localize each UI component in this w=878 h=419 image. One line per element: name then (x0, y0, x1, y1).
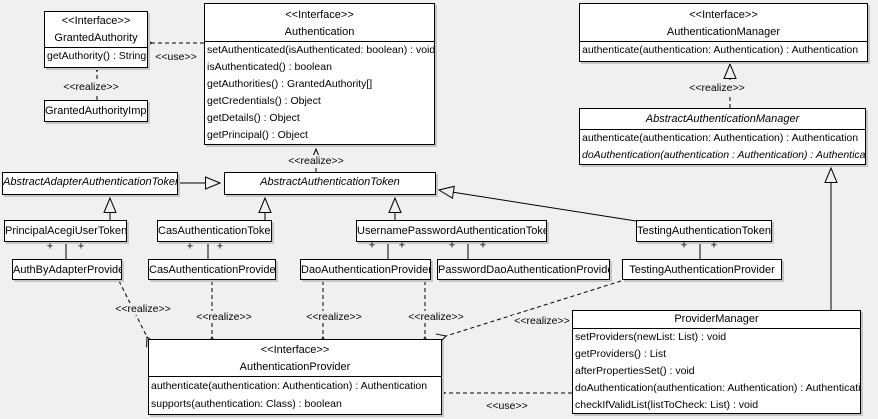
realize-label: <<realize>> (194, 311, 254, 323)
method-row: getProviders() : List (575, 348, 667, 360)
edge-generalization-testing-token (437, 185, 637, 222)
class-abstract-adapter-authentication-token: AbstractAdapterAuthenticationToken (2, 172, 178, 195)
stereotype-label: <<Interface>> (689, 9, 758, 21)
method-row: authenticate(authentication: Authenticat… (582, 44, 859, 56)
class-name: TestingAuthenticationToken (637, 225, 771, 237)
class-name: CasAuthenticationToken (158, 225, 271, 237)
class-name: AuthByAdapterProvider (13, 264, 121, 276)
class-name: Authentication (284, 26, 355, 38)
method-row: setProviders(newList: List) : void (575, 331, 727, 343)
stereotype-label: <<Interface>> (260, 344, 330, 356)
edge-realize-testingauthenticationprovider (435, 280, 622, 344)
association-end-label: + (77, 240, 85, 253)
class-password-dao-authentication-provider: PasswordDaoAuthenticationProvider (437, 259, 610, 280)
association-end-label: + (448, 239, 456, 252)
class-granted-authority-impl: GrantedAuthorityImpl (44, 100, 148, 122)
class-name: AbstractAdapterAuthenticationToken (3, 176, 177, 188)
use-label: <<use>> (153, 51, 199, 63)
class-name: UsernamePasswordAuthenticationToken (357, 225, 546, 237)
association-end-label: + (46, 240, 54, 253)
realize-label: <<realize>> (286, 155, 346, 167)
class-name: PrincipalAcegiUserToken (5, 225, 126, 237)
class-name: AuthenticationProvider (239, 361, 351, 373)
class-name: PasswordDaoAuthenticationProvider (438, 264, 609, 276)
class-abstract-authentication-manager: AbstractAuthenticationManager authentica… (579, 108, 866, 165)
association-end-label: + (710, 239, 718, 252)
realize-label: <<realize>> (61, 81, 121, 93)
stereotype-label: <<Interface>> (285, 9, 354, 21)
use-label: <<use>> (484, 400, 530, 412)
class-provider-manager: ProviderManager setProviders(newList: Li… (572, 310, 861, 414)
realize-label: <<realize>> (113, 303, 173, 315)
class-name: TestingAuthenticationProvider (629, 264, 775, 276)
class-dao-authentication-provider: DaoAuthenticationProvider (300, 259, 431, 280)
class-testing-authentication-provider: TestingAuthenticationProvider (622, 259, 782, 280)
association-end-label: + (186, 240, 194, 253)
method-row: getAuthority() : String (47, 50, 147, 62)
method-row: getDetails() : Object (207, 112, 300, 124)
method-row: getCredentials() : Object (207, 95, 321, 107)
method-row: checkIfValidList(listToCheck: List) : vo… (575, 399, 759, 411)
class-username-password-authentication-token: UsernamePasswordAuthenticationToken (356, 220, 547, 242)
method-row: setAuthenticated(isAuthenticated: boolea… (207, 44, 434, 56)
realize-label: <<realize>> (512, 315, 572, 327)
class-abstract-authentication-token: AbstractAuthenticationToken (224, 172, 436, 195)
method-row: afterPropertiesSet() : void (575, 365, 695, 377)
class-name: GrantedAuthority (54, 32, 138, 44)
class-authentication: <<Interface>> Authentication setAuthenti… (204, 3, 435, 145)
class-name: AuthenticationManager (666, 26, 781, 38)
realize-label: <<realize>> (687, 82, 747, 94)
class-name: ProviderManager (573, 311, 860, 329)
class-cas-authentication-token: CasAuthenticationToken (157, 220, 272, 242)
class-testing-authentication-token: TestingAuthenticationToken (636, 220, 772, 242)
association-end-label: + (398, 239, 406, 252)
method-row: getPrincipal() : Object (207, 129, 308, 141)
association-end-label: + (680, 239, 688, 252)
realize-label: <<realize>> (304, 311, 364, 323)
method-row: doAuthentication(authentication: Authent… (575, 382, 860, 394)
class-name: AbstractAuthenticationToken (260, 176, 400, 188)
class-auth-by-adapter-provider: AuthByAdapterProvider (12, 259, 122, 280)
class-granted-authority: <<Interface>> GrantedAuthority getAuthor… (44, 11, 148, 68)
method-row: authenticate(authentication: Authenticat… (582, 132, 859, 144)
class-name: AbstractAuthenticationManager (580, 109, 865, 130)
class-authentication-provider: <<Interface>> AuthenticationProvider aut… (148, 339, 442, 415)
association-end-label: + (368, 239, 376, 252)
class-name: DaoAuthenticationProvider (301, 264, 430, 276)
method-row: authenticate(authentication: Authenticat… (151, 380, 428, 392)
association-end-label: + (479, 239, 487, 252)
class-principal-acegi-user-token: PrincipalAcegiUserToken (4, 220, 127, 242)
class-name: CasAuthenticationProvider (149, 264, 275, 276)
class-authentication-manager: <<Interface>> AuthenticationManager auth… (579, 3, 868, 62)
class-cas-authentication-provider: CasAuthenticationProvider (148, 259, 276, 280)
method-row: getAuthorities() : GrantedAuthority[] (207, 78, 373, 90)
association-end-label: + (216, 240, 224, 253)
method-row: doAuthentication(authentication : Authen… (582, 149, 865, 161)
method-row: isAuthenticated() : boolean (207, 61, 332, 73)
method-row: supports(authentication: Class) : boolea… (151, 398, 342, 410)
realize-label: <<realize>> (406, 311, 466, 323)
class-name: GrantedAuthorityImpl (45, 105, 147, 117)
stereotype-label: <<Interface>> (61, 15, 131, 27)
